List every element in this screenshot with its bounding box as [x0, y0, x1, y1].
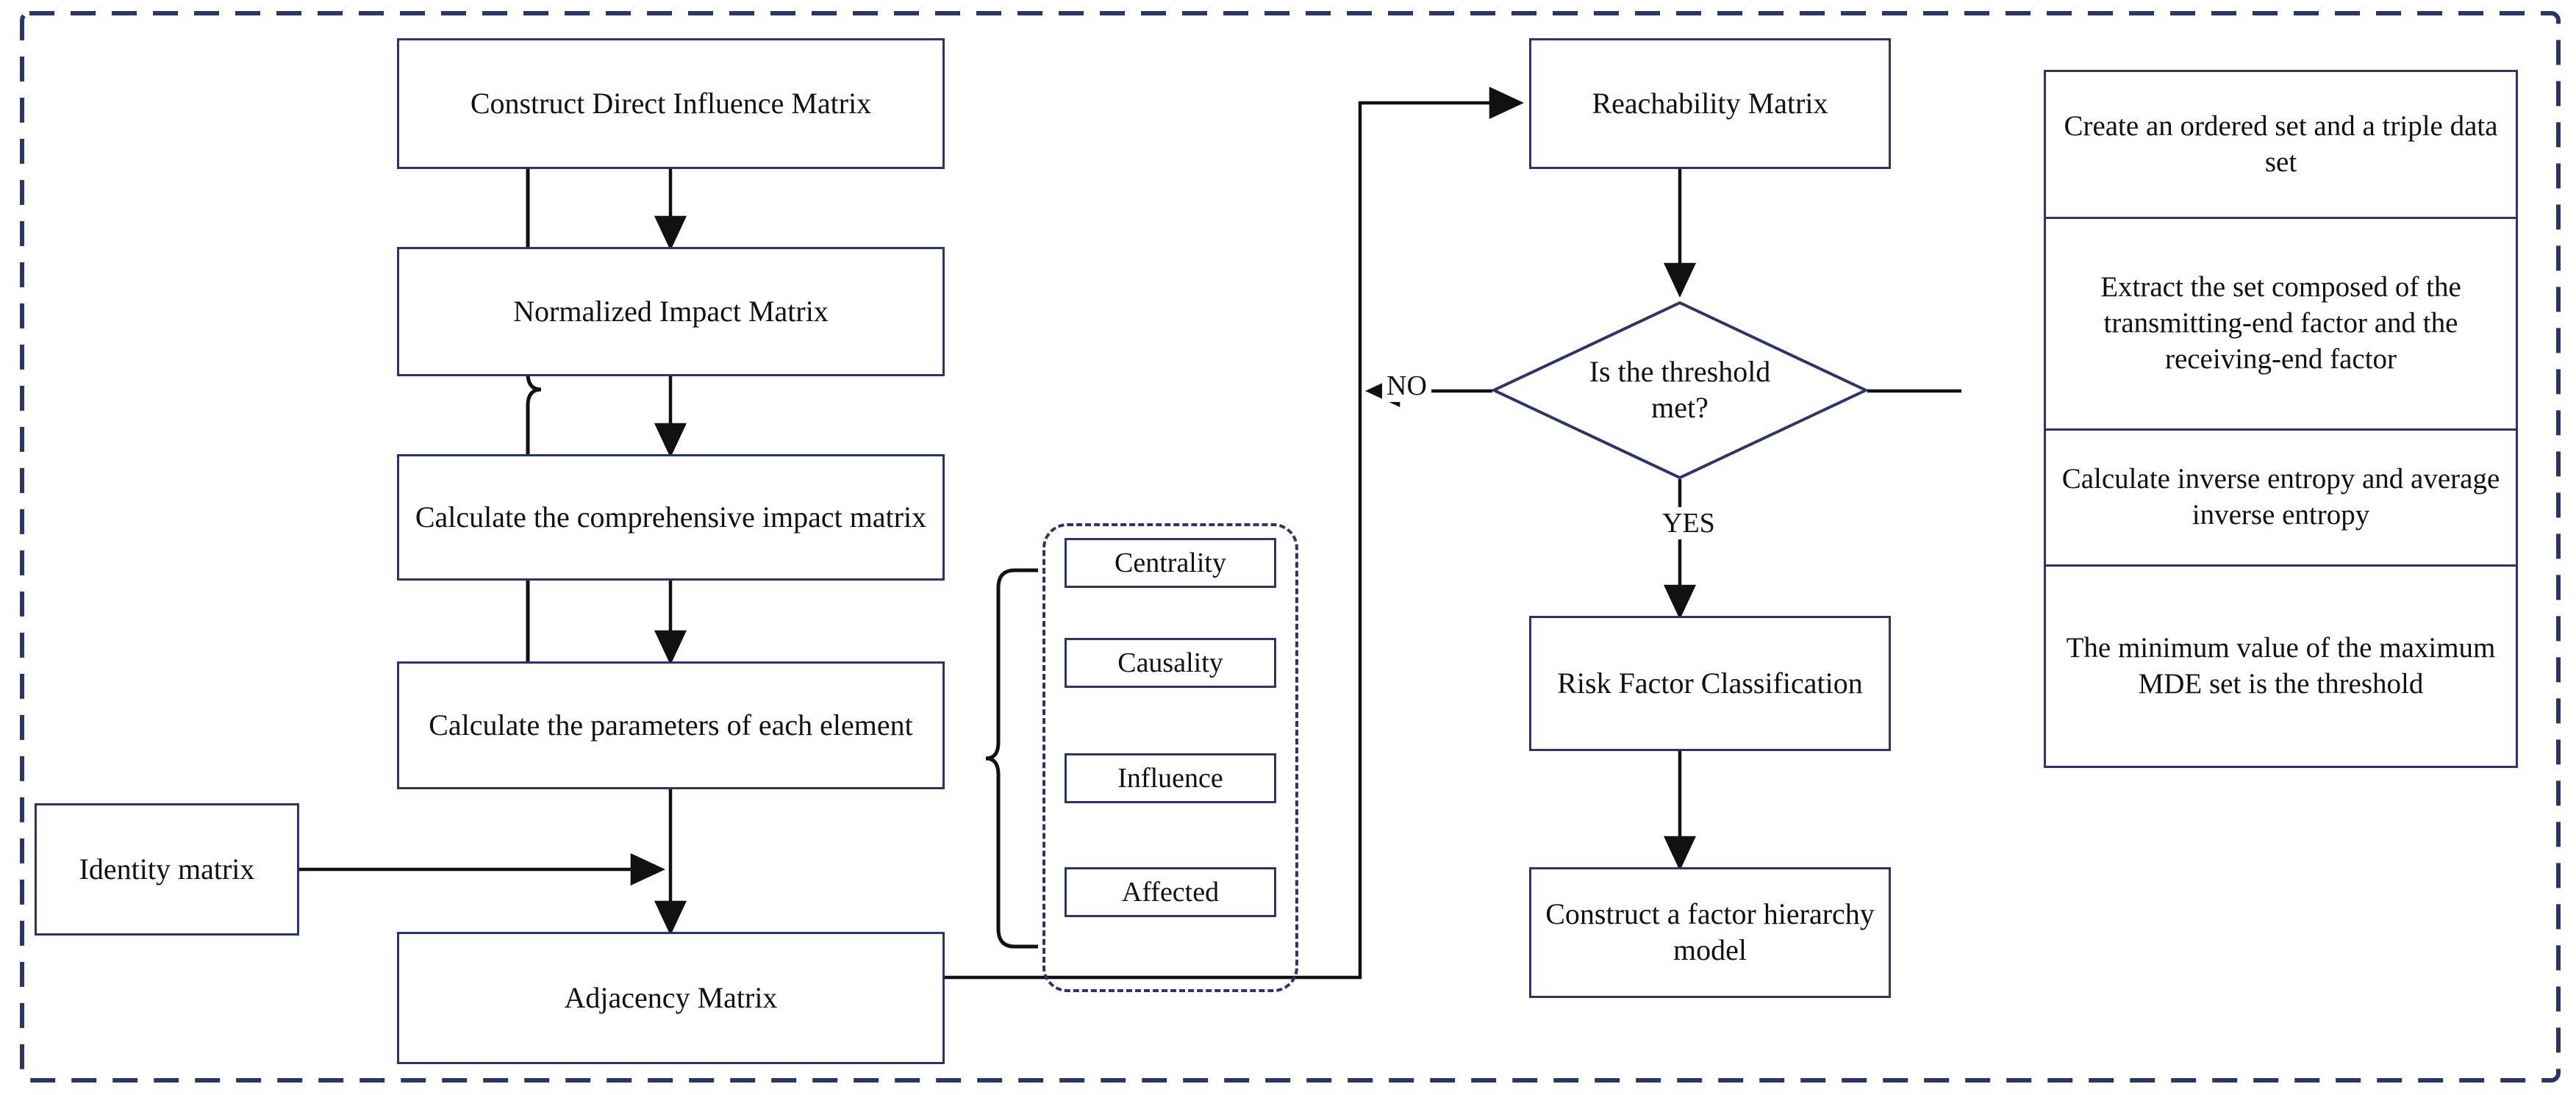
threshold-procedure-panel: Create an ordered set and a triple data … [2044, 70, 2518, 768]
right-curly-brace [488, 70, 542, 731]
panel-row-label: Extract the set composed of the transmit… [2100, 271, 2461, 375]
node-label: Construct a factor hierarchy model [1545, 897, 1875, 966]
node-risk-factor-classification[interactable]: Risk Factor Classification [1529, 616, 1891, 751]
node-label: Identity matrix [79, 852, 255, 886]
node-label: Reachability Matrix [1592, 86, 1828, 120]
node-calculate-parameters-each-element[interactable]: Calculate the parameters of each element [397, 661, 945, 789]
node-label: Affected [1121, 876, 1220, 908]
edge-label-yes: YES [1658, 507, 1720, 539]
node-reachability-matrix[interactable]: Reachability Matrix [1529, 38, 1891, 169]
panel-row-label: Create an ordered set and a triple data … [2064, 110, 2498, 178]
node-normalized-impact-matrix[interactable]: Normalized Impact Matrix [397, 247, 945, 376]
panel-row-create-ordered-set[interactable]: Create an ordered set and a triple data … [2046, 72, 2516, 219]
node-causality[interactable]: Causality [1065, 638, 1276, 688]
node-calculate-comprehensive-impact-matrix[interactable]: Calculate the comprehensive impact matri… [397, 454, 945, 581]
diamond-shape [1492, 301, 1867, 479]
node-label: Is the threshold met? [1589, 355, 1771, 424]
panel-row-extract-set-composed[interactable]: Extract the set composed of the transmit… [2046, 219, 2516, 431]
node-label: Construct Direct Influence Matrix [470, 86, 872, 120]
node-centrality[interactable]: Centrality [1065, 538, 1276, 588]
node-label: Risk Factor Classification [1557, 666, 1863, 700]
node-identity-matrix[interactable]: Identity matrix [35, 803, 299, 936]
parameter-group-dashed-box [1042, 523, 1298, 992]
node-label: Centrality [1115, 547, 1226, 578]
node-adjacency-matrix[interactable]: Adjacency Matrix [397, 932, 945, 1064]
node-threshold-decision[interactable]: Is the threshold met? [1492, 301, 1867, 479]
edge-label-no: NO [1382, 370, 1431, 402]
panel-row-label: Calculate inverse entropy and average in… [2061, 463, 2500, 531]
node-label: Calculate the parameters of each element [429, 708, 913, 742]
panel-row-calculate-inverse-entropy[interactable]: Calculate inverse entropy and average in… [2046, 431, 2516, 567]
node-construct-factor-hierarchy-model[interactable]: Construct a factor hierarchy model [1529, 867, 1891, 998]
node-label: Causality [1117, 647, 1223, 678]
node-construct-direct-influence-matrix[interactable]: Construct Direct Influence Matrix [397, 38, 945, 169]
left-curly-brace [985, 568, 1038, 949]
node-label: Normalized Impact Matrix [513, 294, 829, 328]
node-label: Influence [1117, 762, 1223, 794]
node-affected[interactable]: Affected [1065, 867, 1276, 917]
panel-row-minimum-value-mde[interactable]: The minimum value of the maximum MDE set… [2046, 567, 2516, 766]
outer-dashed-border [20, 11, 2561, 1083]
panel-row-label: The minimum value of the maximum MDE set… [2066, 631, 2496, 700]
node-influence[interactable]: Influence [1065, 753, 1276, 803]
node-label: Adjacency Matrix [564, 980, 778, 1014]
node-label: Calculate the comprehensive impact matri… [415, 500, 927, 534]
